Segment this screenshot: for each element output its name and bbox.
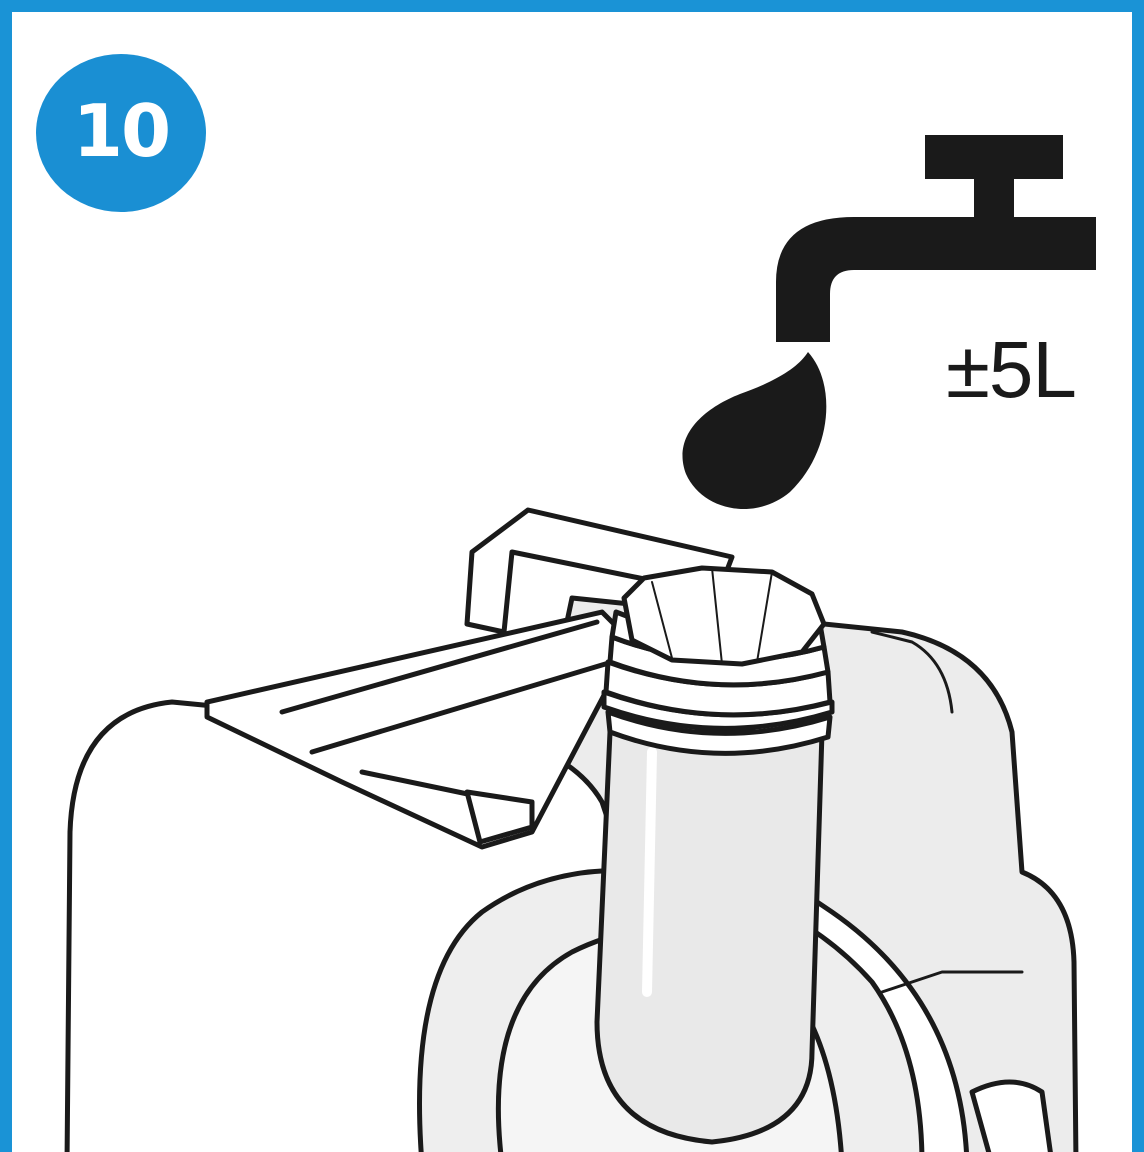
tank-cap-facet — [651, 567, 773, 665]
tank-neck-highlight — [642, 747, 657, 997]
tank-lid-frame — [464, 507, 735, 635]
illustration — [64, 135, 1096, 1152]
water-tank-illustration — [64, 507, 1079, 1152]
step-badge: 10 — [36, 54, 206, 212]
step-number: 10 — [72, 89, 171, 173]
tank-lid-plate — [204, 609, 635, 850]
water-drop-icon — [682, 352, 827, 510]
tank-lid-latch — [464, 789, 535, 845]
tank-handle — [969, 1079, 1053, 1152]
tank-filler-neck — [594, 729, 825, 1145]
tank-body-lines — [870, 630, 1024, 994]
tank-collar-base — [605, 709, 833, 756]
volume-label: ±5L — [946, 325, 1077, 414]
tank-cap — [621, 565, 827, 667]
water-tap-icon — [776, 135, 1096, 342]
